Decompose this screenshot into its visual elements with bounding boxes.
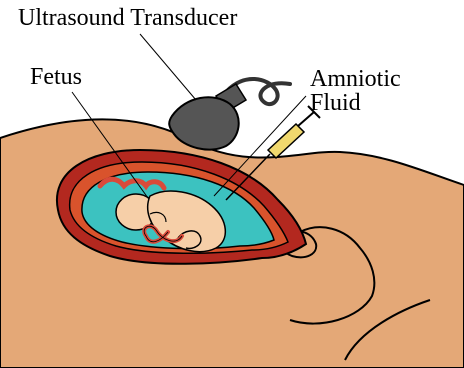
label-amniotic-fluid-line2: Fluid — [310, 91, 401, 115]
label-fetus: Fetus — [30, 65, 82, 89]
transducer-leader-line — [140, 34, 196, 100]
label-ultrasound-transducer: Ultrasound Transducer — [18, 6, 237, 30]
syringe-barrel — [268, 124, 304, 158]
label-amniotic-fluid: Amniotic Fluid — [310, 67, 401, 115]
label-amniotic-fluid-line1: Amniotic — [310, 67, 401, 91]
